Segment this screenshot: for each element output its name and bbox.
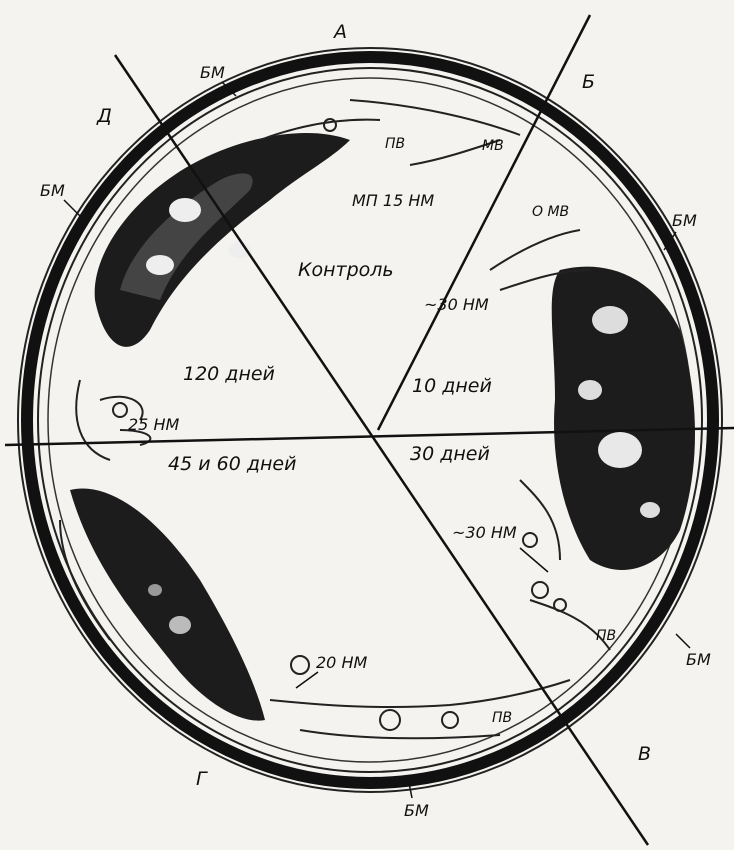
annotation-pv-right: ПВ: [596, 628, 616, 644]
period-label-10-days: 10 дней: [412, 375, 492, 397]
annotation-mv-top: МВ: [482, 138, 504, 154]
sector-label-v: В: [638, 743, 651, 765]
annotation-bm-left: БМ: [40, 181, 65, 200]
annotation-mp-15-nm: МП 15 НМ: [352, 191, 434, 210]
annotation-bm-top: БМ: [200, 63, 225, 82]
annotation-bm-right-lower: БМ: [686, 650, 711, 669]
period-label-45-60-days: 45 и 60 дней: [168, 453, 296, 475]
period-label-120-days: 120 дней: [183, 363, 275, 385]
annotation-bm-right-upper: БМ: [672, 211, 697, 230]
sector-dividers: [5, 15, 734, 845]
sector-label-a: А: [332, 21, 347, 43]
annotation-25-nm: 25 НМ: [128, 415, 179, 434]
sector-label-b: Б: [582, 71, 595, 93]
annotation-20-nm: 20 НМ: [316, 653, 367, 672]
sector-label-g: Г: [196, 768, 208, 790]
annotation-bm-bottom: БМ: [404, 801, 429, 820]
annotation-30-nm-upper: ~30 НМ: [424, 295, 489, 314]
annotation-30-nm-lower: ~30 НМ: [452, 523, 517, 542]
annotation-mv-open: О МВ: [532, 204, 569, 220]
sector-label-d: Д: [96, 105, 112, 127]
period-label-30-days: 30 дней: [410, 443, 490, 465]
annotation-pv-bottom: ПВ: [492, 710, 512, 726]
period-label-control: Контроль: [298, 259, 394, 281]
cytoplasm-mass-right: [552, 267, 695, 570]
annotation-pv-top: ПВ: [385, 136, 405, 152]
